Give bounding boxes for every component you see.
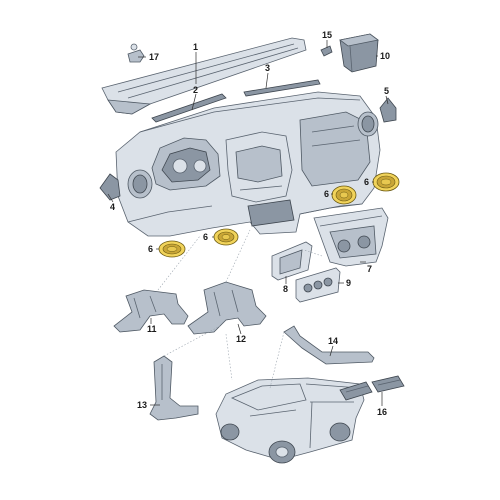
callout-15: 15 [322,30,332,40]
part-1-defroster-cover [101,37,307,115]
callout-11: 11 [147,324,157,334]
part-6-air-vent-right-upper [372,172,400,192]
callout-2: 2 [193,85,198,95]
part-13-floor-duct [149,355,199,421]
callout-14: 14 [328,336,338,346]
part-6-air-vent-left-center [213,228,239,246]
part-2-defroster-vent-left [151,93,227,123]
part-5-end-cap-right [379,97,397,123]
callout-8: 8 [283,284,288,294]
callout-6-c: 6 [203,232,208,242]
callout-10: 10 [380,51,390,61]
assembly-guide-lines [157,229,323,389]
callout-7: 7 [367,264,372,274]
dashboard-body [115,91,381,237]
callout-5: 5 [384,86,389,96]
callout-4: 4 [110,202,115,212]
part-3-defroster-vent-right [243,79,321,97]
part-14-rear-air-duct [283,325,375,365]
part-4-end-cap-left [99,173,121,201]
part-8-radio-frame [271,241,313,281]
part-11-footwell-duct-left [113,289,189,333]
part-16-rear-vent-grilles [339,375,405,401]
part-9-climate-bezel [295,267,341,303]
part-7-center-trim-panel [313,207,389,267]
callout-1: 1 [193,42,198,52]
part-10-storage-box [339,33,379,73]
leader-lines [107,40,389,406]
callout-16: 16 [377,407,387,417]
callout-6-b: 6 [324,189,329,199]
part-12-footwell-duct-center [187,281,267,335]
callout-17: 17 [149,52,159,62]
callout-13: 13 [137,400,147,410]
callout-9: 9 [346,278,351,288]
callout-3: 3 [265,63,270,73]
callout-6-d: 6 [148,244,153,254]
callout-labels: 1 2 3 4 5 6 6 6 6 7 8 9 10 11 12 13 14 1… [110,30,390,417]
part-6-air-vent-right-center [331,185,357,205]
part-6-air-vent-left-lower [158,240,186,258]
vehicle-pickup-outline [215,377,365,464]
part-15-screw [320,45,333,57]
part-17-clip [127,43,145,63]
callout-6-a: 6 [364,177,369,187]
callout-12: 12 [236,334,246,344]
